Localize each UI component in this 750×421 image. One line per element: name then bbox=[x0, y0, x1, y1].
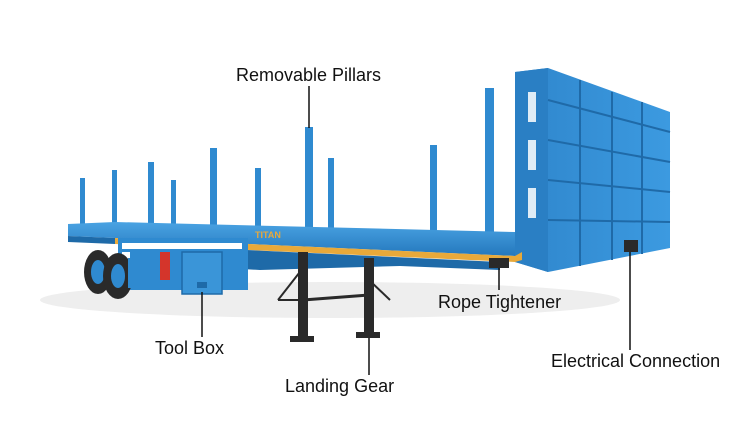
pillar bbox=[430, 145, 437, 233]
pillar bbox=[171, 180, 176, 226]
pillar bbox=[255, 168, 261, 230]
pillar bbox=[80, 178, 85, 224]
landing-gear bbox=[277, 252, 391, 342]
label-rope-tightener: Rope Tightener bbox=[438, 292, 562, 312]
brand-mark: TITAN bbox=[255, 230, 281, 240]
removable-pillars bbox=[80, 88, 494, 236]
pillar bbox=[485, 88, 494, 236]
pillar bbox=[328, 158, 334, 232]
pillar bbox=[210, 148, 217, 228]
tool-box bbox=[181, 251, 223, 295]
electrical-connection-box bbox=[624, 240, 638, 252]
label-landing-gear: Landing Gear bbox=[285, 376, 395, 396]
pillar bbox=[112, 170, 117, 225]
label-removable-pillars: Removable Pillars bbox=[236, 65, 382, 85]
wheels bbox=[84, 250, 158, 299]
rope-tightener bbox=[489, 258, 509, 268]
headboard bbox=[515, 68, 671, 272]
pillar bbox=[148, 162, 154, 225]
leader-lines bbox=[201, 86, 631, 375]
label-tool-box: Tool Box bbox=[155, 338, 225, 358]
pillar bbox=[305, 127, 313, 234]
label-electrical-connection: Electrical Connection bbox=[551, 351, 721, 371]
